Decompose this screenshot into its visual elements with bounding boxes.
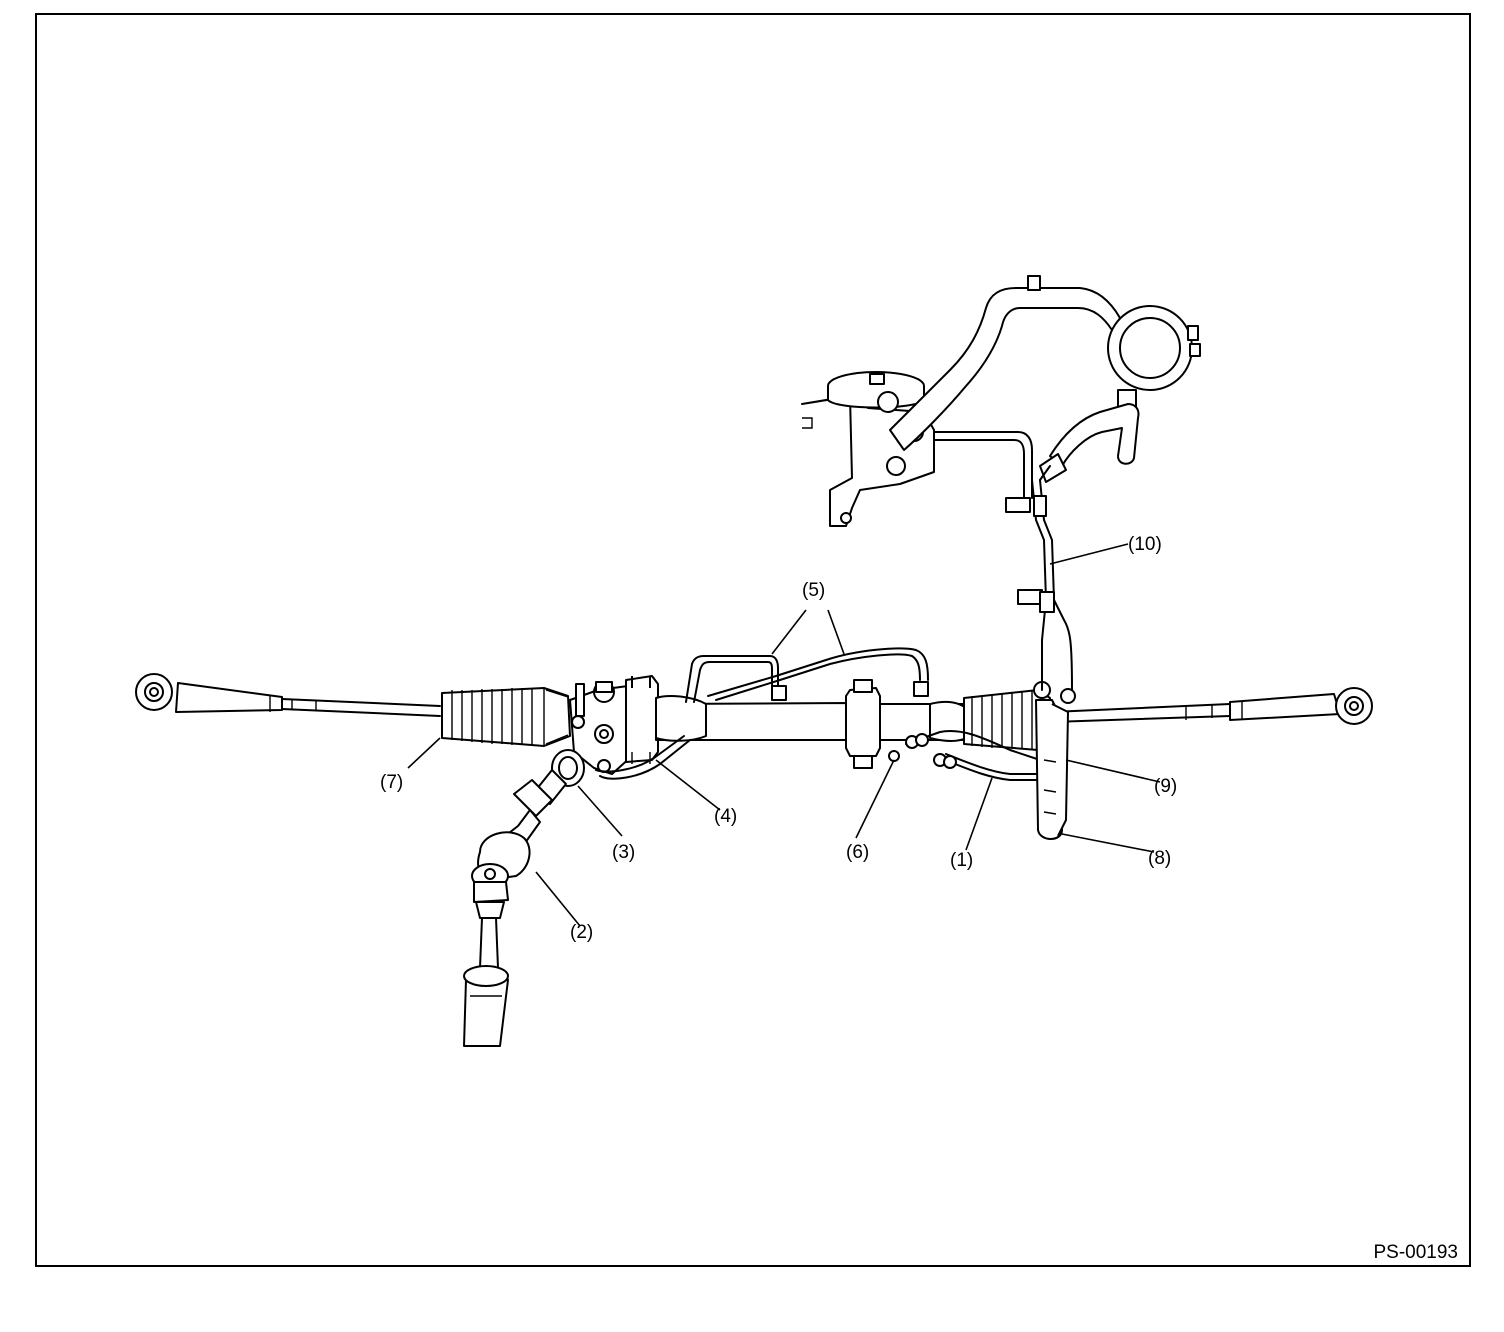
valve-housing	[569, 675, 659, 775]
callout-5: (5)	[802, 580, 825, 601]
pressure-hoses	[1033, 681, 1076, 840]
callout-7: (7)	[380, 772, 403, 793]
callout-8: (8)	[1148, 848, 1171, 869]
callout-9: (9)	[1154, 776, 1177, 797]
callout-1: (1)	[950, 850, 973, 871]
callout-2: (2)	[570, 922, 593, 943]
figure-id: PS-00193	[1373, 1242, 1458, 1263]
left-boot	[441, 687, 571, 747]
feed-pipes	[685, 647, 929, 703]
leader-lines	[407, 543, 1161, 927]
reservoir-and-hose	[889, 275, 1201, 483]
figure-frame	[35, 13, 1471, 1267]
callout-10: (10)	[1128, 534, 1162, 555]
left-tie-rod	[135, 673, 441, 717]
right-tie-rod	[1051, 687, 1373, 725]
pipe-to-pump	[923, 431, 1073, 691]
callout-4: (4)	[714, 806, 737, 827]
callout-6: (6)	[846, 842, 869, 863]
steering-shaft	[463, 749, 585, 1047]
return-pipe-right	[888, 730, 1041, 781]
callout-3: (3)	[612, 842, 635, 863]
